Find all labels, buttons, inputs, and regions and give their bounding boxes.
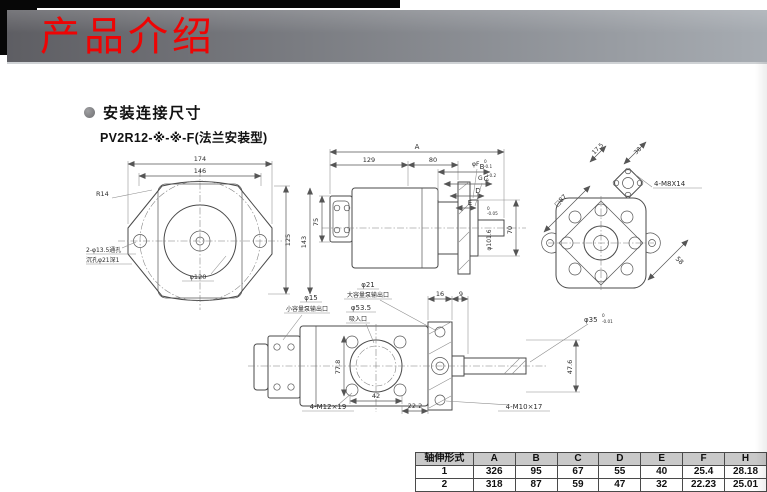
cell: 95	[514, 465, 558, 479]
dim-phiF: φF	[472, 161, 480, 168]
cell: 32	[640, 478, 684, 492]
header-cell: H	[724, 452, 767, 466]
dim-22-2: 22.2	[408, 402, 422, 410]
dim-125: 125	[284, 234, 292, 246]
dim-80: 80	[429, 156, 437, 164]
front-view: 174 146 R14 125 φ120 2-φ13.5通孔 沉孔φ21深1	[86, 155, 292, 310]
bolt-note-m10: 4-M10×17	[506, 403, 543, 411]
dim-D: D	[475, 187, 480, 195]
header-cell: F	[682, 452, 726, 466]
dim-phi1016-tol-top: 0	[487, 206, 490, 211]
cell: 1	[415, 465, 474, 479]
dim-G-tol-top: +0.2	[486, 173, 497, 178]
dim-38: 38	[633, 146, 643, 156]
cell: 59	[556, 478, 600, 492]
dim-phi53-5: φ53.5	[351, 304, 371, 312]
header-cell: 轴伸形式	[415, 452, 474, 466]
page-title: 产品介绍	[40, 14, 216, 59]
dim-phi1016: φ101.6	[486, 229, 493, 250]
header-cell: E	[640, 452, 684, 466]
bolt-note-m8: 4-M8X14	[654, 180, 686, 188]
cell: 47	[598, 478, 642, 492]
rear-port-detail	[612, 167, 644, 199]
side-view: A 129 80 B C D E 143 75 φF 0 -0.1	[300, 143, 526, 295]
dim-9: 9	[459, 290, 463, 298]
port-label-suction: 吸入口	[349, 316, 367, 323]
model-label: PV2R12-※-※-F(法兰安装型)	[100, 131, 268, 145]
shaft-dimension-table: 轴伸形式 A B C D E F H 1 326 95 67 55 40 25.…	[415, 452, 767, 492]
bolt-note-m12: 4-M12×19	[310, 403, 347, 411]
cell: 55	[598, 465, 642, 479]
dim-C: C	[484, 175, 489, 183]
dim-47-6: 47.6	[566, 360, 574, 374]
dim-77-8: 77.8	[334, 360, 342, 374]
dim-r14: R14	[96, 190, 109, 198]
dim-phi35: φ35	[584, 316, 598, 324]
dim-129: 129	[363, 156, 375, 164]
cell: 318	[472, 478, 516, 492]
header-cell: A	[472, 452, 516, 466]
cell: 67	[556, 465, 600, 479]
header-cell: C	[556, 452, 600, 466]
port-label-small-pump-outlet: 小容量泵输出口	[286, 305, 328, 313]
dim-70: 70	[506, 226, 514, 234]
dim-G: G	[478, 175, 483, 182]
dim-phi1016-tol-bot: -0.05	[487, 211, 498, 216]
engineering-drawing: 174 146 R14 125 φ120 2-φ13.5通孔 沉孔φ21深1	[86, 142, 702, 414]
dim-E: E	[468, 199, 472, 207]
cell: 2	[415, 478, 474, 492]
dim-16: 16	[436, 290, 444, 298]
page-edge-shading	[755, 62, 767, 492]
cell: 25.4	[682, 465, 726, 479]
cell: 87	[514, 478, 558, 492]
dim-174: 174	[194, 155, 206, 163]
rear-view: □87 58 17.5 38 4-M8X14	[541, 142, 702, 290]
dim-phi15: φ15	[304, 294, 318, 302]
bottom-view: 16 9 φ21 大容量泵输出口 φ53.5 吸入口 φ15 小容量泵输出口 4…	[248, 281, 613, 414]
cell: 25.01	[724, 478, 767, 492]
section-title: 安装连接尺寸	[103, 105, 203, 122]
dim-phi21: φ21	[361, 281, 375, 289]
dim-143: 143	[300, 236, 308, 248]
dim-75: 75	[312, 218, 320, 226]
dim-phi35-tol-bot: -0.01	[602, 319, 613, 324]
top-black-strip	[0, 0, 400, 8]
dim-G-tol-bot: 0	[486, 178, 489, 183]
header-cell: D	[598, 452, 642, 466]
dim-phi120: φ120	[190, 273, 207, 281]
dim-B: B	[480, 163, 485, 171]
dim-58: 58	[674, 255, 686, 267]
hole-note-line1: 2-φ13.5通孔	[86, 246, 121, 254]
hole-note-line2: 沉孔φ21深1	[86, 256, 120, 264]
dim-phiF-tol-top: 0	[484, 159, 487, 164]
dim-phiF-tol-bot: -0.1	[484, 164, 493, 169]
dim-A: A	[415, 143, 420, 151]
dim-42: 42	[372, 392, 380, 400]
table-row: 1 326 95 67 55 40 25.4 28.18	[415, 465, 767, 479]
cell: 40	[640, 465, 684, 479]
dim-sq87: □87	[553, 193, 569, 209]
table-header-row: 轴伸形式 A B C D E F H	[415, 452, 767, 466]
bullet-icon	[84, 107, 95, 118]
cell: 22.23	[682, 478, 726, 492]
dim-146: 146	[194, 167, 206, 175]
header-cell: B	[514, 452, 558, 466]
title-banner: 产品介绍	[7, 10, 767, 64]
table-row: 2 318 87 59 47 32 22.23 25.01	[415, 478, 767, 492]
section-heading: 安装连接尺寸	[84, 102, 202, 123]
dim-phi35-tol-top: 0	[602, 313, 605, 318]
port-label-large-pump-outlet: 大容量泵输出口	[347, 291, 389, 299]
cell: 326	[472, 465, 516, 479]
